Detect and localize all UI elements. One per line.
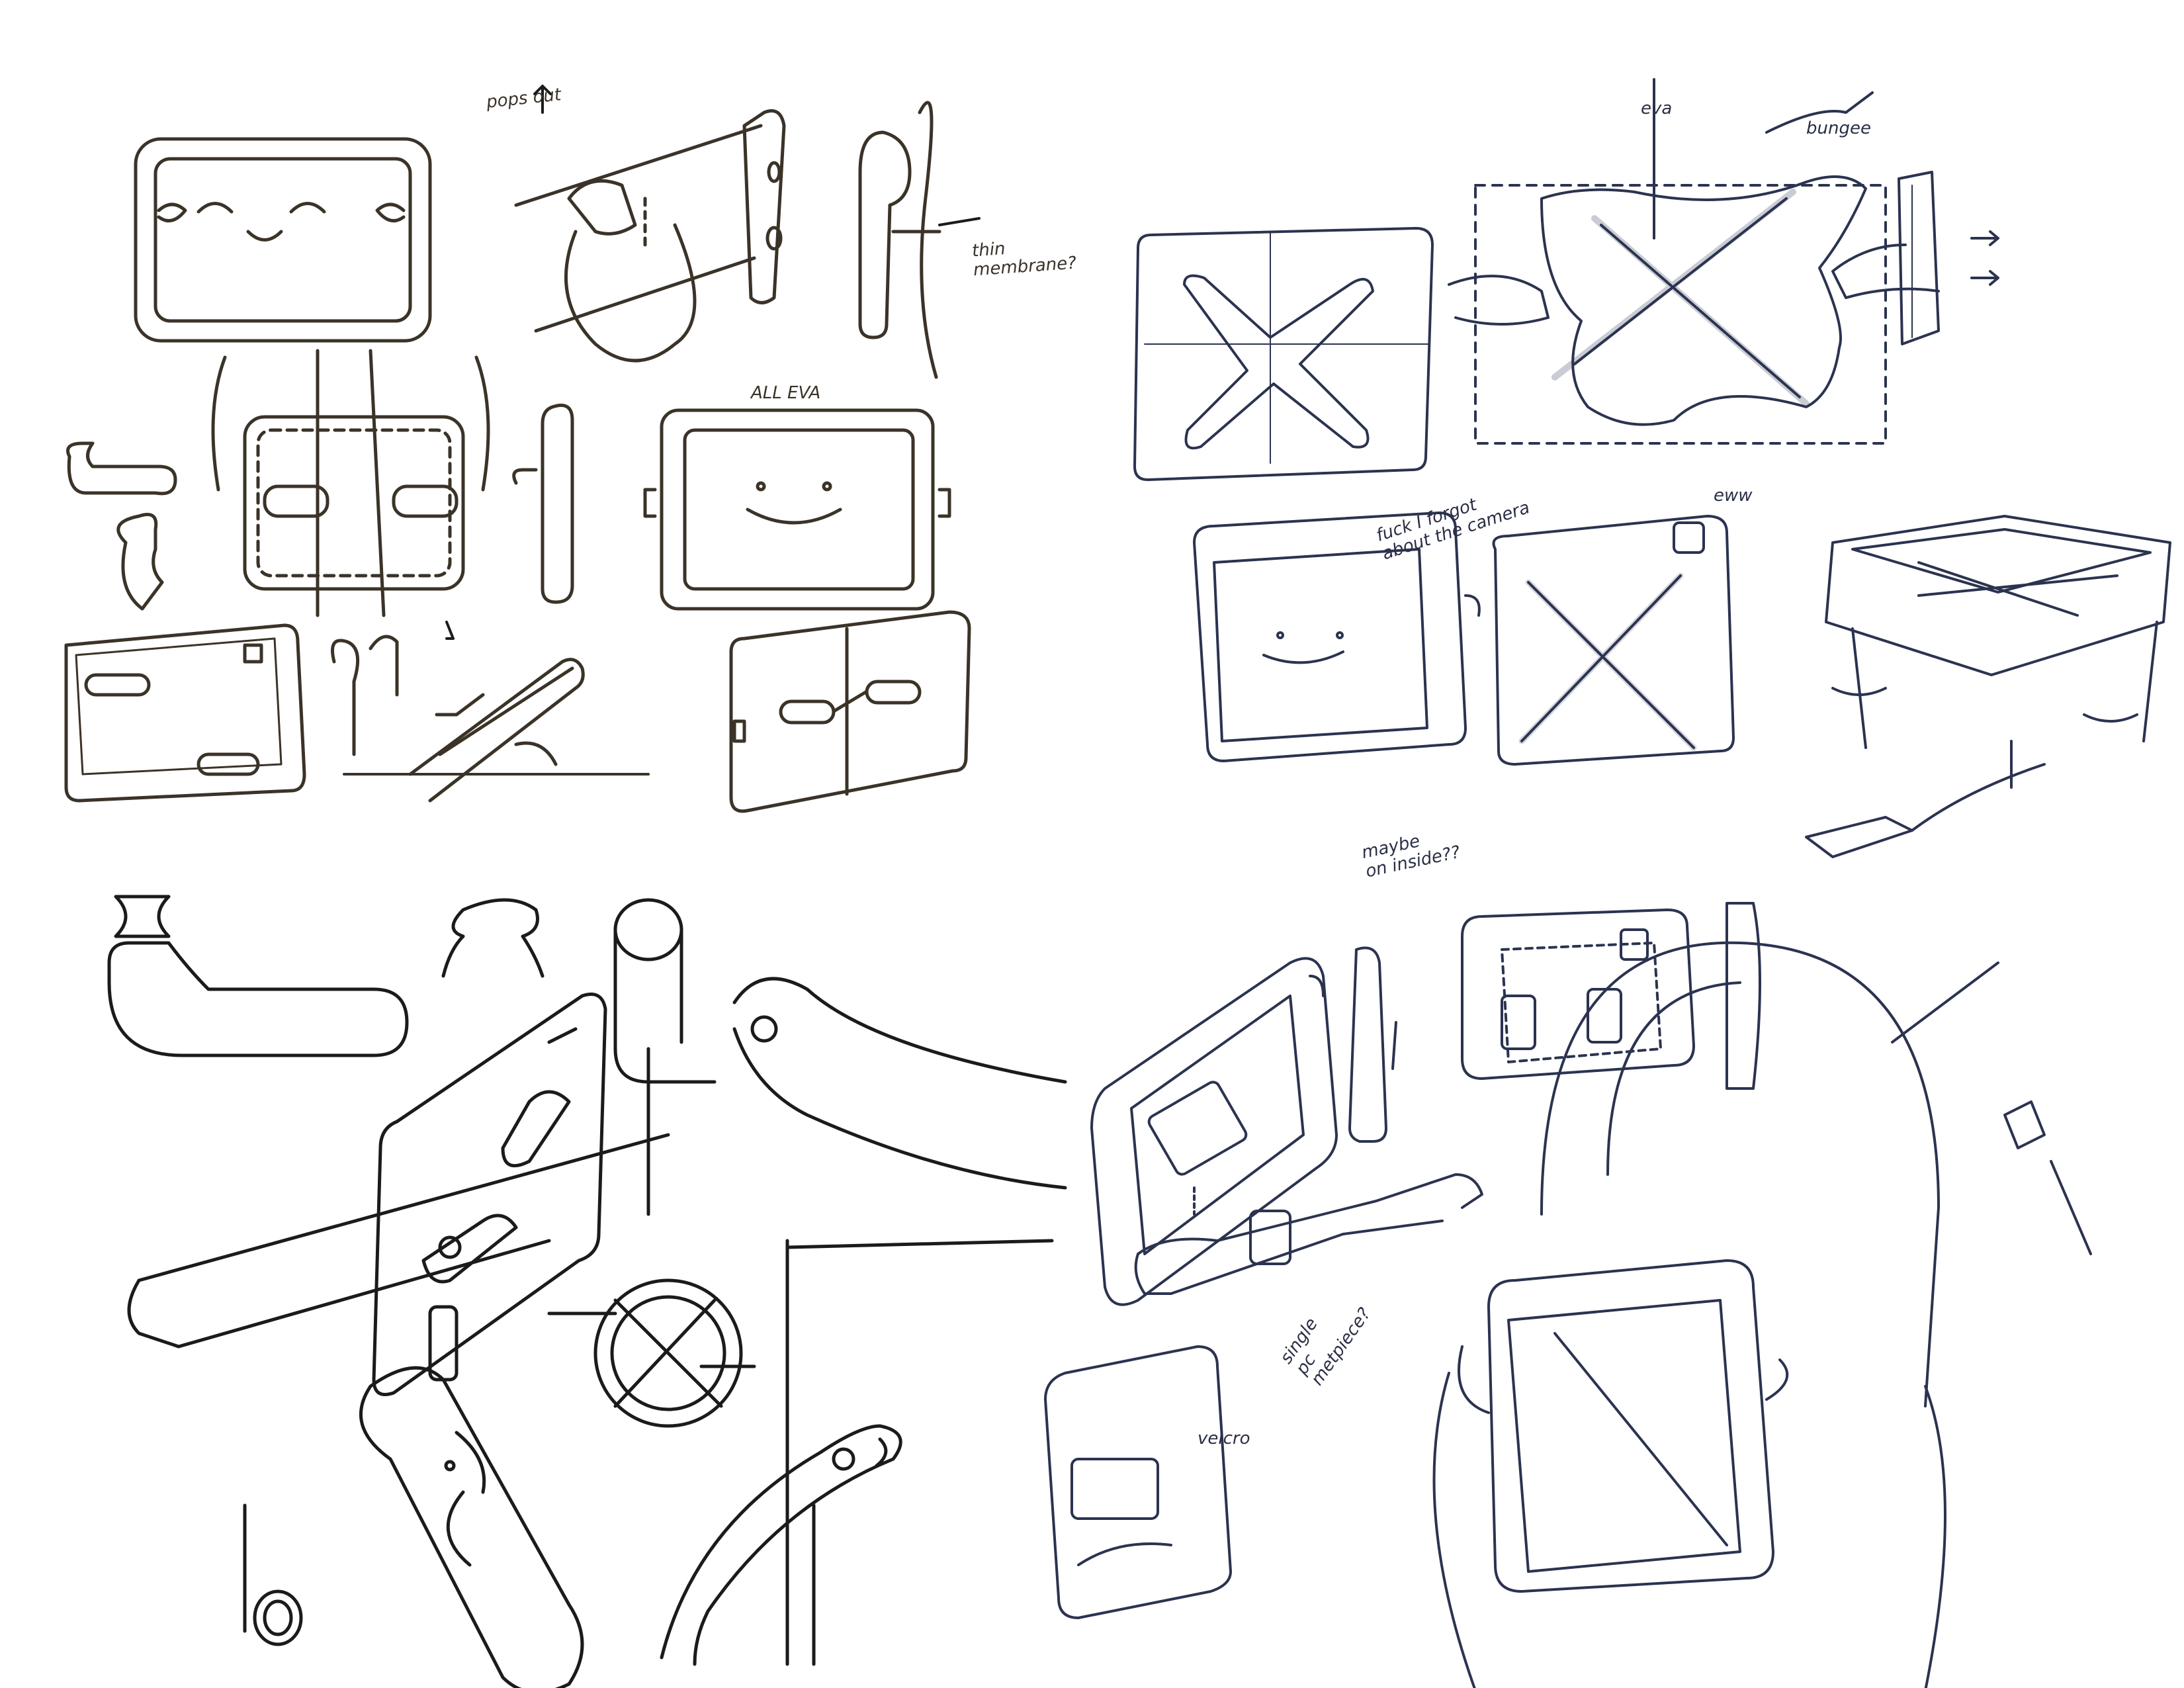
- note-thin-membrane: thin membrane?: [971, 239, 1077, 280]
- tablet-face-sketch: [134, 137, 432, 343]
- headrest-mount-sketch: [1432, 941, 1946, 1688]
- arrow-down-icon: [445, 621, 455, 640]
- eva-tablet-sketch: [643, 408, 951, 611]
- arrow-up-icon: [533, 85, 552, 114]
- quadrant-top-right: [1133, 78, 2171, 789]
- case-with-handles-sketch: [729, 610, 971, 813]
- note-eww: eww: [1714, 486, 1753, 506]
- x-strap-sketch: [1133, 227, 1434, 481]
- strap-buckle-sketch: [1134, 1173, 1483, 1295]
- note-all-eva: ALL EVA: [751, 383, 821, 403]
- note-eva: eva: [1641, 99, 1673, 118]
- quadrant-top-left: [64, 85, 981, 813]
- note-velcro: velcro: [1198, 1429, 1250, 1448]
- quadrant-bottom-right: [1044, 763, 2092, 1688]
- quadrant-bottom-left: [107, 895, 1067, 1688]
- case-back-sketch: [64, 623, 306, 803]
- handle-loop-sketch: [372, 993, 607, 1472]
- arrow-right-icon: [1970, 230, 1999, 246]
- note-bungee: bungee: [1806, 118, 1871, 138]
